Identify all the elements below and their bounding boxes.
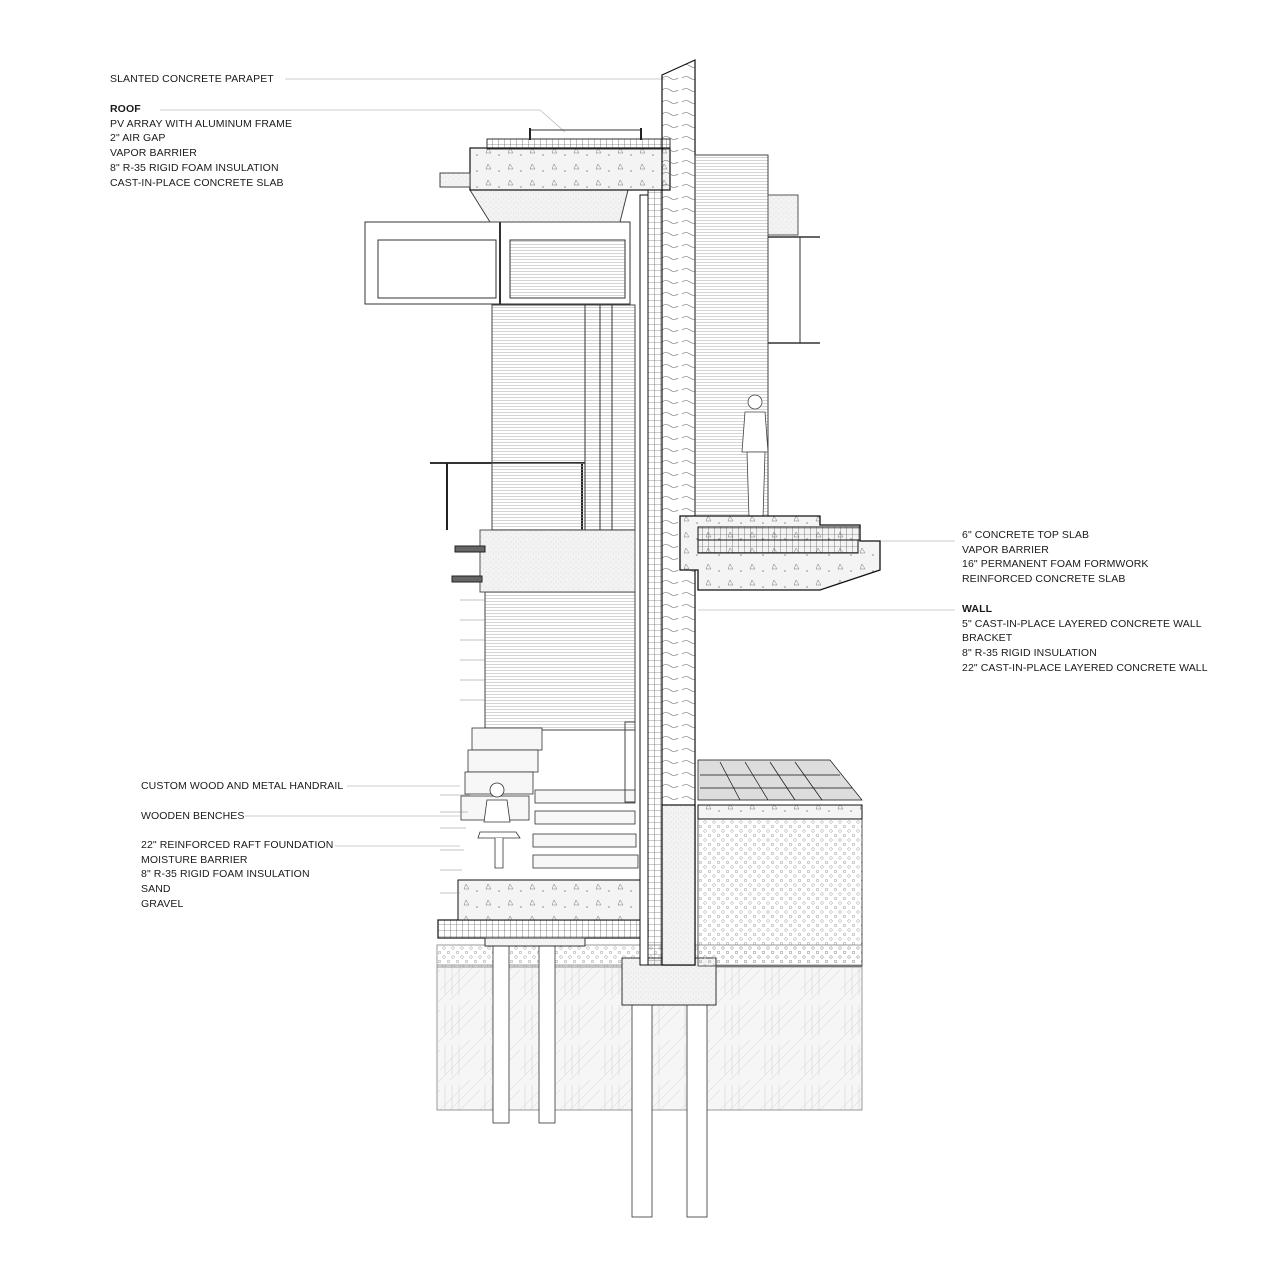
foundation-item: 8" R-35 RIGID FOAM INSULATION (141, 868, 310, 881)
label-benches: WOODEN BENCHES (141, 809, 245, 824)
label-handrail: CUSTOM WOOD AND METAL HANDRAIL (141, 779, 343, 794)
roof-heading: ROOF (110, 103, 141, 115)
roof-item: CAST-IN-PLACE CONCRETE SLAB (110, 176, 284, 189)
label-wall: WALL 5" CAST-IN-PLACE LAYERED CONCRETE W… (962, 602, 1208, 676)
balcony-item: VAPOR BARRIER (962, 543, 1049, 556)
parapet-label-text: SLANTED CONCRETE PARAPET (110, 73, 274, 85)
balcony-item: 16" PERMANENT FOAM FORMWORK (962, 558, 1149, 571)
balcony-item: 6" CONCRETE TOP SLAB (962, 529, 1090, 541)
roof-item: 8" R-35 RIGID FOAM INSULATION (110, 161, 279, 174)
standing-person-figure (741, 394, 769, 519)
label-parapet: SLANTED CONCRETE PARAPET (110, 72, 274, 87)
benches-label-text: WOODEN BENCHES (141, 810, 245, 822)
foundation-item: 22" REINFORCED RAFT FOUNDATION (141, 839, 334, 851)
handrail-label-text: CUSTOM WOOD AND METAL HANDRAIL (141, 780, 344, 792)
wall-item: 5" CAST-IN-PLACE LAYERED CONCRETE WALL (962, 617, 1202, 630)
foundation-item: MOISTURE BARRIER (141, 853, 248, 866)
wall-item: 8" R-35 RIGID INSULATION (962, 647, 1097, 660)
wall-heading: WALL (962, 603, 993, 615)
foundation-item: GRAVEL (141, 897, 184, 910)
wall-item: BRACKET (962, 632, 1013, 645)
roof-item: PV ARRAY WITH ALUMINUM FRAME (110, 117, 293, 130)
roof-item: VAPOR BARRIER (110, 147, 197, 160)
foundation-item: SAND (141, 883, 171, 896)
seated-person-figure (477, 782, 521, 869)
wall-item: 22" CAST-IN-PLACE LAYERED CONCRETE WALL (962, 661, 1208, 674)
label-foundation: 22" REINFORCED RAFT FOUNDATION MOISTURE … (141, 838, 333, 912)
roof-item: 2" AIR GAP (110, 132, 166, 145)
label-roof: ROOF PV ARRAY WITH ALUMINUM FRAME 2" AIR… (110, 102, 292, 190)
balcony-item: REINFORCED CONCRETE SLAB (962, 573, 1126, 586)
label-balcony: 6" CONCRETE TOP SLAB VAPOR BARRIER 16" P… (962, 528, 1149, 587)
